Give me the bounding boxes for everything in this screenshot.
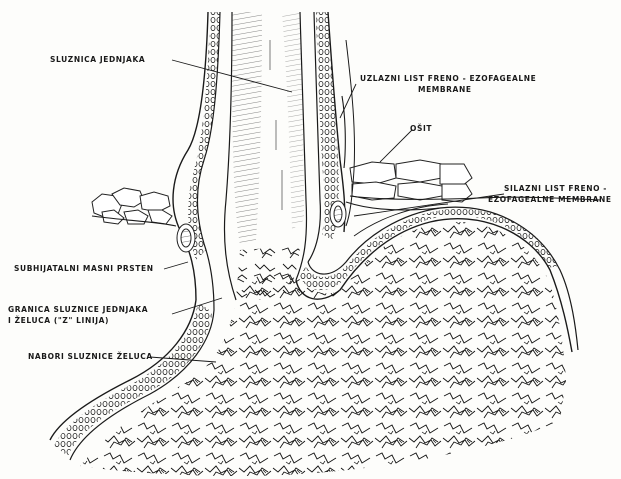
label-uzlazni-list-line2: MEMBRANE: [418, 85, 472, 95]
label-silazni-list-line2: EZOFAGEALNE MEMBRANE: [488, 195, 612, 205]
label-uzlazni-list-line1: UZLAZNI LIST FRENO - EZOFAGEALNE: [360, 74, 536, 84]
esophageal-muscle-left: [232, 12, 262, 245]
label-silazni-list-line1: SILAZNI LIST FRENO -: [504, 184, 607, 194]
diaphragm-right: [350, 160, 472, 202]
esophageal-muscle-right: [282, 12, 304, 230]
gastric-folds: [80, 222, 566, 476]
label-granica-line1: GRANICA SLUZNICE JEDNJAKA: [8, 305, 148, 315]
lumen-marks: [270, 40, 282, 210]
diaphragm-left: [92, 188, 172, 224]
label-sluznica-jednjaka: SLUZNICA JEDNJAKA: [50, 55, 145, 65]
label-osit: OŠIT: [410, 124, 432, 134]
label-granica-line2: I ŽELUCA ("Z" LINIJA): [8, 316, 109, 326]
esophageal-mucosa-left: [188, 12, 220, 260]
label-subhijatalni: SUBHIJATALNI MASNI PRSTEN: [14, 264, 154, 274]
label-nabori: NABORI SLUZNICE ŽELUCA: [28, 352, 153, 362]
